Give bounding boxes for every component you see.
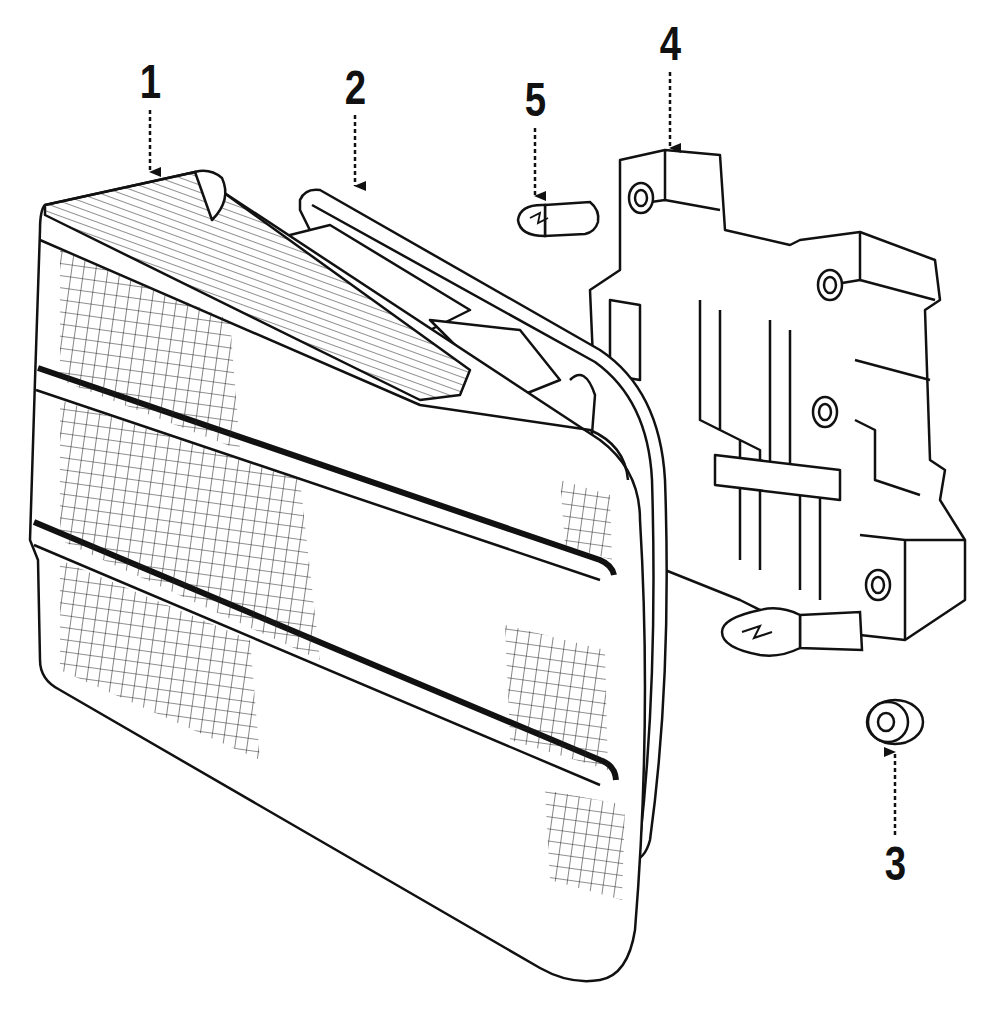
callout-number: 4 xyxy=(660,20,681,68)
callout-number: 5 xyxy=(525,76,546,124)
grommet xyxy=(867,700,923,744)
large-bulb xyxy=(722,608,862,655)
leader-lines xyxy=(150,72,895,835)
small-bulb xyxy=(518,202,598,236)
callout-number: 3 xyxy=(885,840,906,888)
callout-number: 1 xyxy=(140,58,161,106)
lamp-lens xyxy=(30,171,645,981)
callout-number: 2 xyxy=(345,64,366,112)
